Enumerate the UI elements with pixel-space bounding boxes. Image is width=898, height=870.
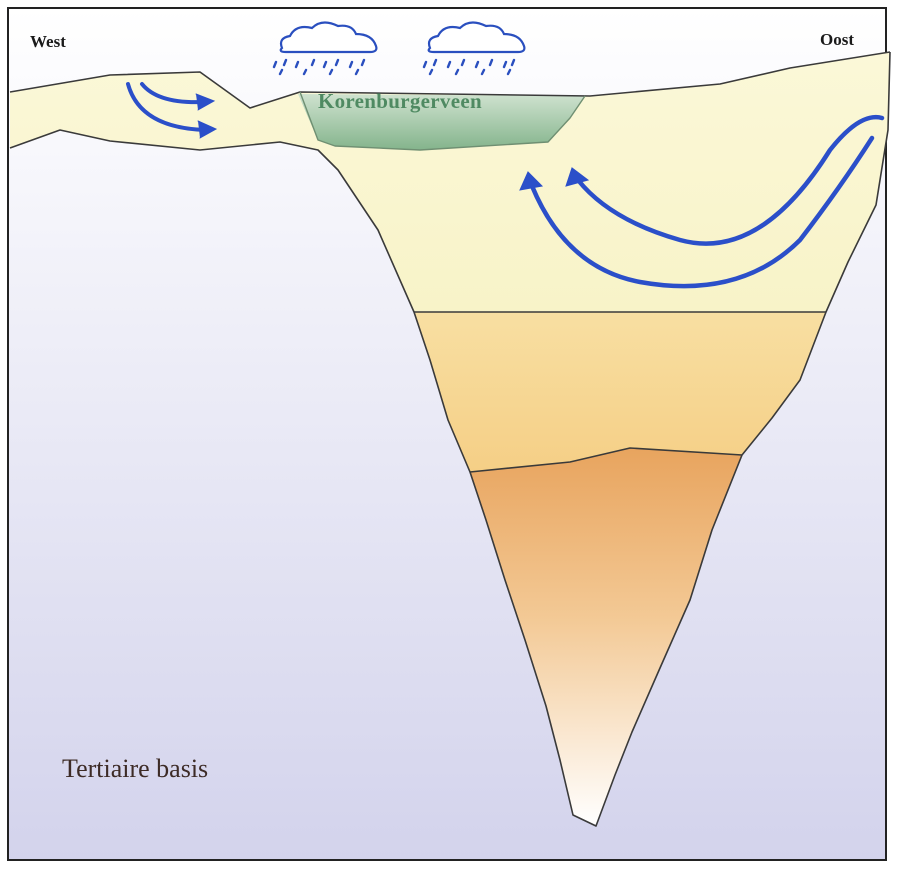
- label-oost: Oost: [820, 30, 854, 50]
- label-tertiaire-basis: Tertiaire basis: [62, 754, 208, 784]
- label-korenburgerveen: Korenburgerveen: [318, 89, 482, 114]
- label-west: West: [30, 32, 66, 52]
